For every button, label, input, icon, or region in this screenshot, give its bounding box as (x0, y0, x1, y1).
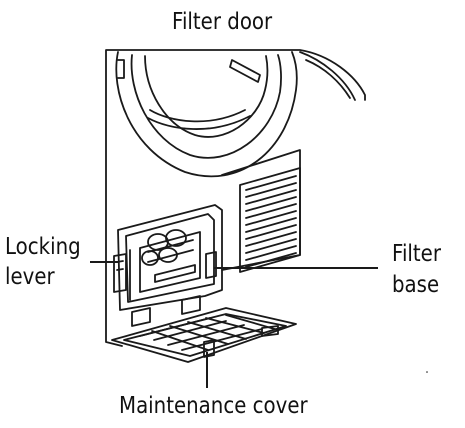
dryer-body (105, 49, 366, 347)
filter-base-label-line1: Filter (392, 241, 441, 267)
maintenance-cover (111, 307, 297, 363)
door-top-grip (229, 59, 261, 83)
maintenance-cover-label: Maintenance cover (119, 393, 308, 419)
cover-hinge-right (181, 295, 201, 315)
cover-hinge-left (131, 307, 151, 327)
filter-door-label: Filter door (172, 9, 273, 35)
locking-lever (113, 251, 217, 293)
vent-grille (239, 167, 301, 273)
door-inner-ring (130, 54, 282, 159)
filter-base-label-line2: base (392, 272, 440, 298)
locking-lever-label-line2: lever (5, 264, 55, 290)
door-hinge (117, 59, 125, 79)
filter-basket (141, 229, 196, 283)
dryer-body-bottom (221, 149, 301, 271)
door-glass (144, 55, 269, 138)
door-outer-ring (115, 51, 298, 178)
door-handle-rail (149, 109, 246, 123)
door-handle-rail-2 (147, 115, 251, 130)
dryer-right-edge-2 (305, 59, 351, 99)
dryer-right-edge (299, 51, 356, 101)
stray-dot (426, 371, 428, 373)
locking-lever-label-line1: Locking (5, 234, 81, 260)
